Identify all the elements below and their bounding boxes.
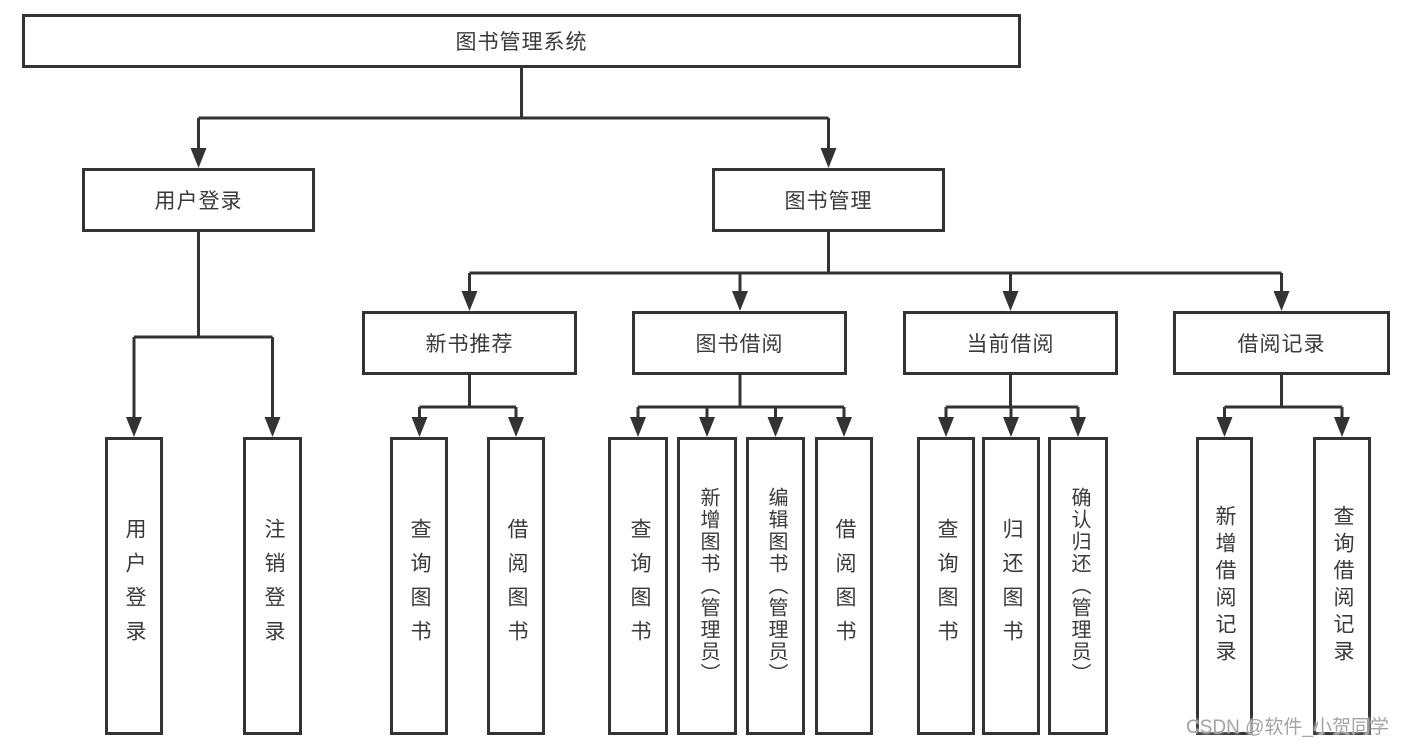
arrow-down-icon [1334, 417, 1350, 437]
arrow-down-icon [1002, 291, 1019, 311]
node-current-borrow: 当前借阅 [903, 311, 1118, 375]
leaf-add-borrow-record: 新增借阅记录 [1196, 437, 1253, 735]
arrow-down-icon [508, 417, 524, 437]
arrow-down-icon [1003, 417, 1019, 437]
watermark-text: CSDN @软件_小贺同学 [1186, 717, 1389, 738]
node-book-management: 图书管理 [712, 168, 945, 232]
node-new-book-recommend: 新书推荐 [362, 311, 577, 375]
arrow-down-icon [190, 148, 207, 168]
connector-book-borrow-split [636, 375, 846, 419]
arrow-down-icon [1070, 417, 1086, 437]
connector-new-book-split [418, 375, 518, 419]
arrow-down-icon [126, 417, 142, 437]
arrow-down-icon [836, 417, 852, 437]
connector-borrow-records-split [1223, 375, 1344, 419]
arrow-down-icon [264, 417, 281, 437]
leaf-return-book: 归还图书 [982, 437, 1040, 735]
connector-book-management-split [468, 232, 1283, 293]
leaf-query-books-recommend: 查询图书 [390, 437, 448, 735]
leaf-query-borrow-record: 查询借阅记录 [1313, 437, 1371, 735]
arrow-down-icon [411, 417, 428, 437]
leaf-query-books-borrow: 查询图书 [608, 437, 668, 735]
leaf-borrow-books: 借阅图书 [815, 437, 873, 735]
arrowheads [126, 148, 1350, 437]
arrow-down-icon [732, 291, 748, 311]
arrow-down-icon [461, 291, 478, 311]
leaf-add-book-admin: 新增图书（管理员） [677, 437, 737, 735]
leaf-confirm-return-admin: 确认归还（管理员） [1048, 437, 1108, 735]
node-borrow-records: 借阅记录 [1173, 311, 1390, 375]
node-root: 图书管理系统 [22, 14, 1021, 68]
arrow-down-icon [1273, 291, 1290, 311]
leaf-edit-book-admin: 编辑图书（管理员） [746, 437, 805, 735]
connector-root-split [197, 68, 830, 150]
arrow-down-icon [1216, 417, 1233, 437]
arrow-down-icon [699, 417, 715, 437]
arrow-down-icon [820, 148, 837, 168]
leaf-query-books-current: 查询图书 [917, 437, 975, 735]
leaf-user-login: 用户登录 [105, 437, 163, 735]
node-user-login: 用户登录 [82, 168, 315, 232]
connector-current-borrow-split [944, 375, 1080, 419]
connector-user-login-split [132, 232, 274, 419]
leaf-borrow-books-recommend: 借阅图书 [487, 437, 545, 735]
node-book-borrow: 图书借阅 [632, 311, 847, 375]
arrow-down-icon [938, 417, 954, 437]
leaf-logout: 注销登录 [243, 437, 302, 735]
arrow-down-icon [630, 417, 646, 437]
arrow-down-icon [767, 417, 784, 437]
